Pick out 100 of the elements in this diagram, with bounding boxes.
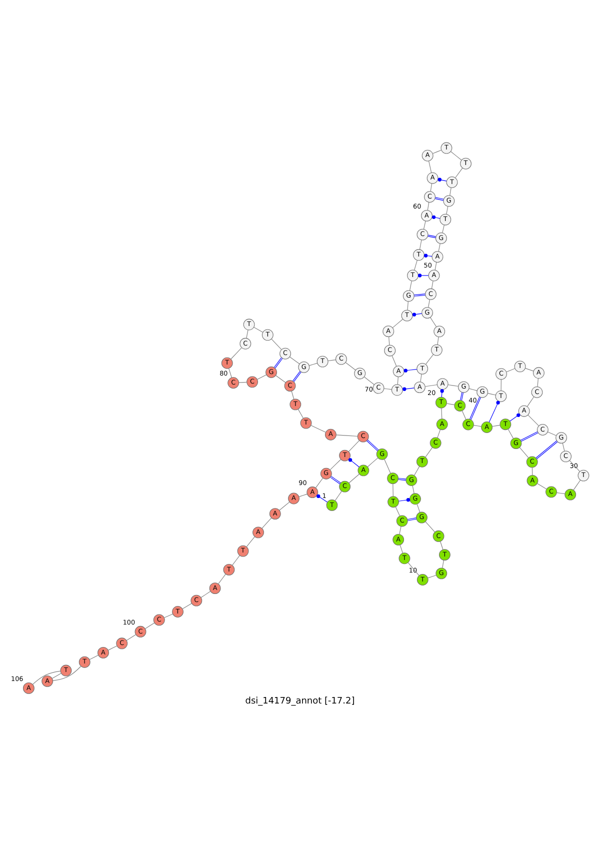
connector xyxy=(246,536,256,548)
connector xyxy=(562,443,565,452)
connector xyxy=(315,478,324,488)
connector xyxy=(506,368,516,372)
connector xyxy=(430,183,432,192)
connector xyxy=(404,368,418,372)
connector xyxy=(536,483,547,490)
connector xyxy=(388,336,390,346)
connector xyxy=(414,466,420,476)
connector xyxy=(164,614,173,618)
connector xyxy=(446,403,455,406)
connector xyxy=(52,672,62,679)
connector xyxy=(392,483,394,497)
connector xyxy=(426,354,434,364)
connector xyxy=(298,409,304,419)
connector xyxy=(442,560,444,568)
connector xyxy=(442,224,444,234)
connector xyxy=(274,357,283,368)
connector xyxy=(428,299,430,308)
connector xyxy=(419,240,422,250)
connector xyxy=(364,376,374,385)
connector xyxy=(182,603,192,610)
connector xyxy=(330,459,342,470)
connector xyxy=(144,622,155,630)
connector xyxy=(398,498,410,502)
connector xyxy=(537,378,538,388)
connector xyxy=(536,440,558,460)
connector xyxy=(408,562,420,576)
connector xyxy=(407,518,417,521)
connector xyxy=(412,312,422,316)
connector xyxy=(430,317,437,327)
connector xyxy=(52,666,82,681)
connector xyxy=(434,197,444,201)
connector xyxy=(437,429,441,438)
connector xyxy=(384,388,392,390)
connector xyxy=(348,474,360,484)
connector xyxy=(450,151,462,160)
connector xyxy=(254,326,264,333)
connector xyxy=(395,506,400,516)
connector xyxy=(425,447,433,458)
connector xyxy=(427,202,430,210)
connector xyxy=(425,521,436,532)
connector xyxy=(397,376,398,385)
connector xyxy=(238,382,247,383)
connector xyxy=(428,160,432,173)
connector xyxy=(392,318,403,328)
connector xyxy=(508,428,514,439)
connector xyxy=(348,440,360,452)
connector xyxy=(345,362,356,370)
connector xyxy=(556,492,566,494)
connector xyxy=(548,432,556,436)
connector xyxy=(573,480,581,490)
connector xyxy=(232,555,240,566)
connector xyxy=(316,494,328,502)
connector xyxy=(446,206,448,214)
connector xyxy=(409,280,412,291)
connector xyxy=(407,301,408,310)
connector xyxy=(367,457,378,468)
connector xyxy=(330,476,341,484)
connector xyxy=(438,178,447,182)
connector xyxy=(468,388,478,391)
connector xyxy=(402,387,415,391)
connector xyxy=(399,526,402,534)
connector xyxy=(32,670,61,685)
connector xyxy=(256,374,267,380)
connector xyxy=(488,393,496,396)
connector xyxy=(218,574,226,584)
connector xyxy=(126,634,136,641)
connector xyxy=(334,491,342,501)
connector xyxy=(473,425,482,427)
connector xyxy=(108,646,118,650)
connector xyxy=(298,494,308,497)
connector xyxy=(262,518,272,529)
connector xyxy=(424,254,432,258)
connector xyxy=(366,440,379,452)
connector xyxy=(437,336,439,345)
connector xyxy=(228,368,232,378)
connector xyxy=(276,375,286,383)
connector xyxy=(432,215,440,219)
connector xyxy=(440,541,444,550)
connector xyxy=(462,410,466,420)
connector xyxy=(441,408,442,420)
connector xyxy=(414,260,418,270)
connector xyxy=(528,414,540,426)
connector xyxy=(392,356,397,366)
connector xyxy=(520,431,538,442)
connector xyxy=(470,396,481,420)
connector xyxy=(492,424,500,427)
connector xyxy=(412,485,414,494)
connector xyxy=(455,168,463,178)
connector xyxy=(230,347,242,360)
connector xyxy=(292,370,302,382)
connector xyxy=(460,392,464,401)
connector xyxy=(291,390,294,400)
connector xyxy=(450,188,452,196)
connector xyxy=(420,374,422,382)
connector xyxy=(431,280,434,289)
connector xyxy=(525,368,534,372)
caption: dsi_14179_annot [-17.2] xyxy=(245,696,355,706)
connector xyxy=(432,150,442,154)
